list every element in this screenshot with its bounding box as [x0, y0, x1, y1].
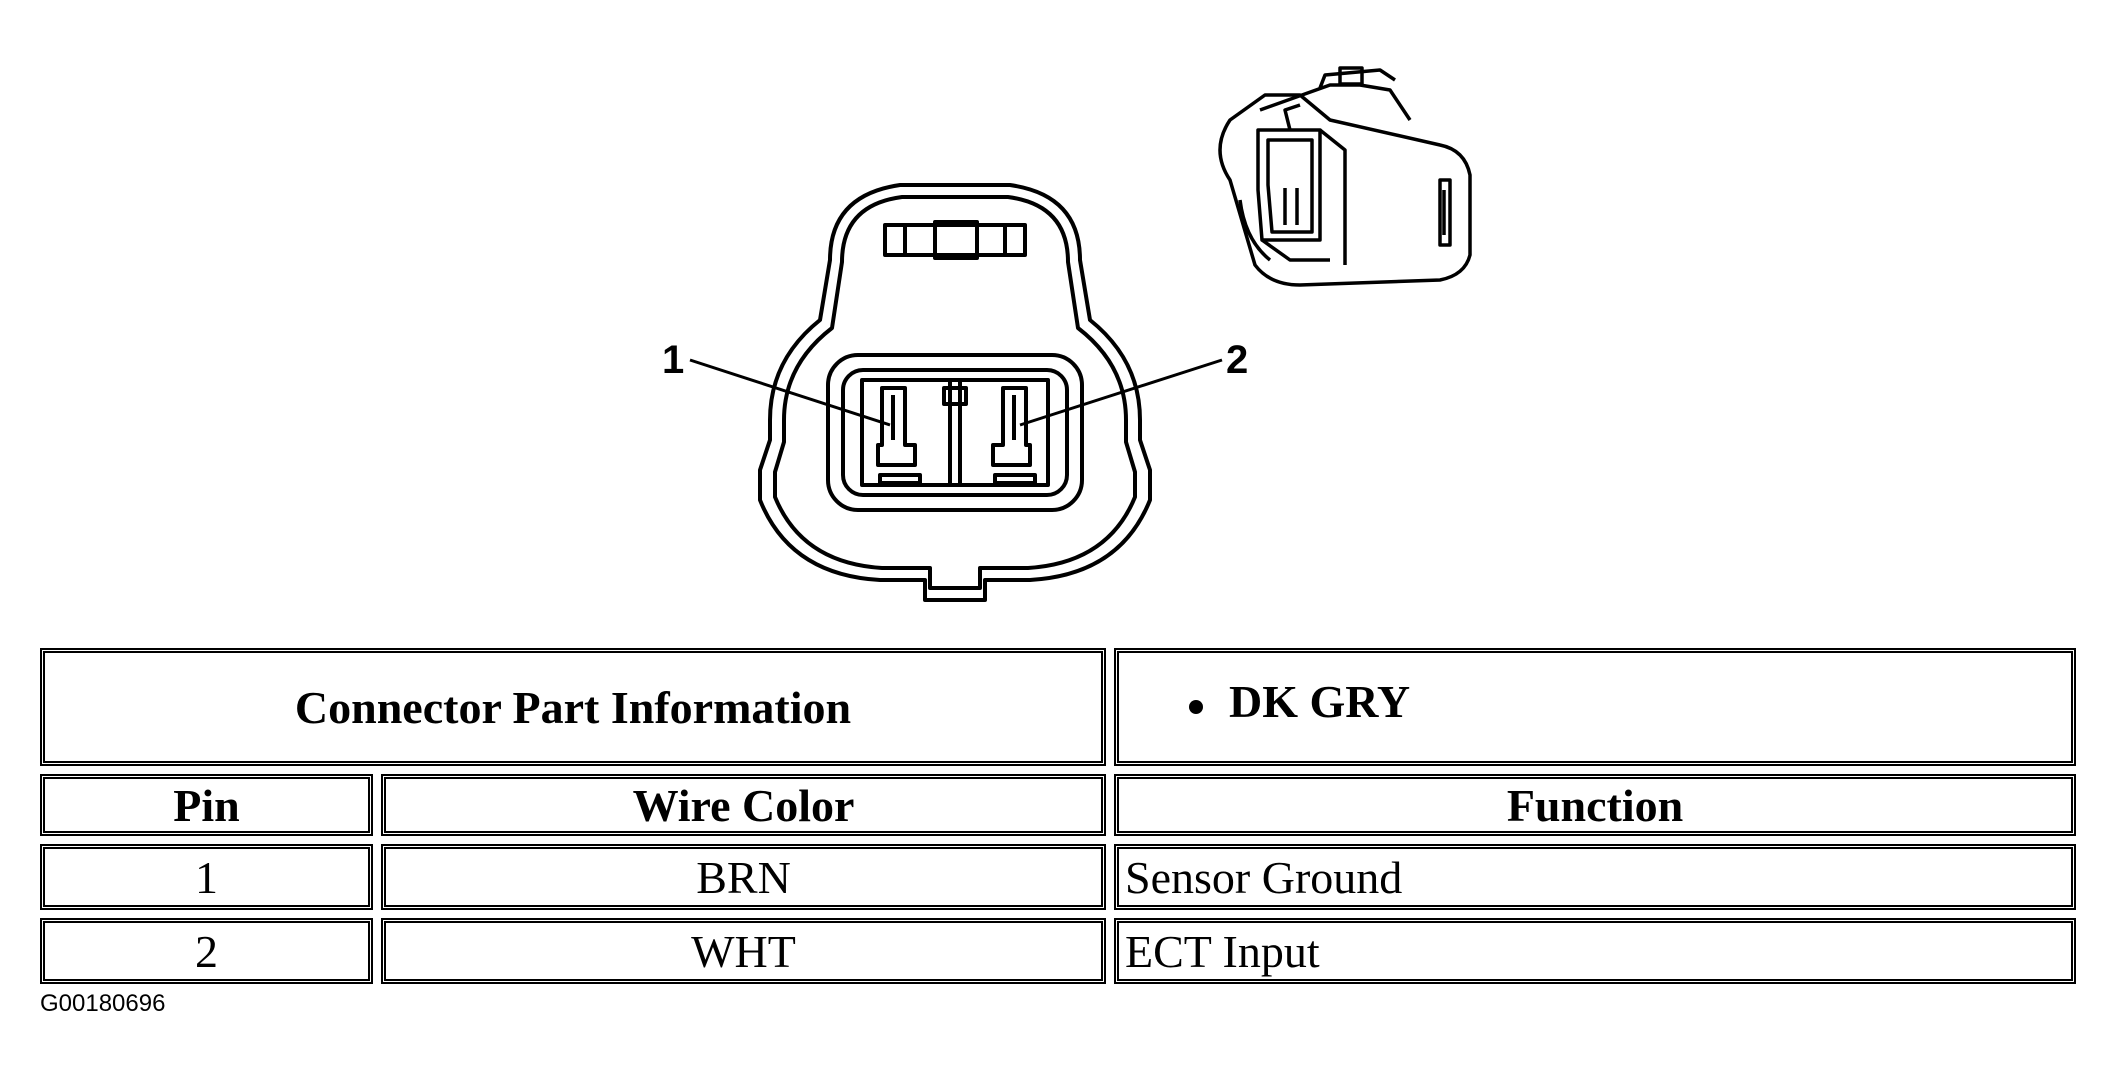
row-1-function: Sensor Ground	[1114, 844, 2076, 910]
row-2-function: ECT Input	[1114, 918, 2076, 984]
pin1-leader-line	[689, 358, 891, 427]
row-2-wire-color: WHT	[381, 918, 1106, 984]
bullet-icon	[1189, 700, 1203, 714]
connector-face-inner-outline	[773, 195, 1137, 590]
connector-cavity-outer	[826, 353, 1084, 512]
connector-drawing	[689, 66, 1472, 602]
connector-cavity-inner	[841, 368, 1069, 497]
part-info-value: DK GRY	[1229, 675, 1411, 727]
terminal-housing	[860, 378, 1050, 487]
part-info-label: Connector Part Information	[294, 681, 852, 733]
header-function: Function	[1114, 774, 2076, 836]
terminal-2	[991, 386, 1032, 467]
connector-isometric-view	[1218, 66, 1472, 287]
terminal-1	[876, 386, 917, 467]
connector-latch-tab	[933, 220, 979, 260]
row-1-pin: 1	[40, 844, 373, 910]
pin2-leader-line	[1019, 358, 1223, 427]
header-pin: Pin	[40, 774, 373, 836]
part-info-label-cell: Connector Part Information	[40, 648, 1106, 766]
connector-face-outer-outline	[758, 183, 1152, 602]
pin-2-label: 2	[1226, 338, 1249, 382]
row-2-pin: 2	[40, 918, 373, 984]
figure-id: G00180696	[40, 990, 166, 1017]
row-1-wire-color: BRN	[381, 844, 1106, 910]
part-info-value-cell: DK GRY	[1114, 648, 2076, 766]
header-wire-color: Wire Color	[381, 774, 1106, 836]
pin-1-label: 1	[662, 338, 685, 382]
